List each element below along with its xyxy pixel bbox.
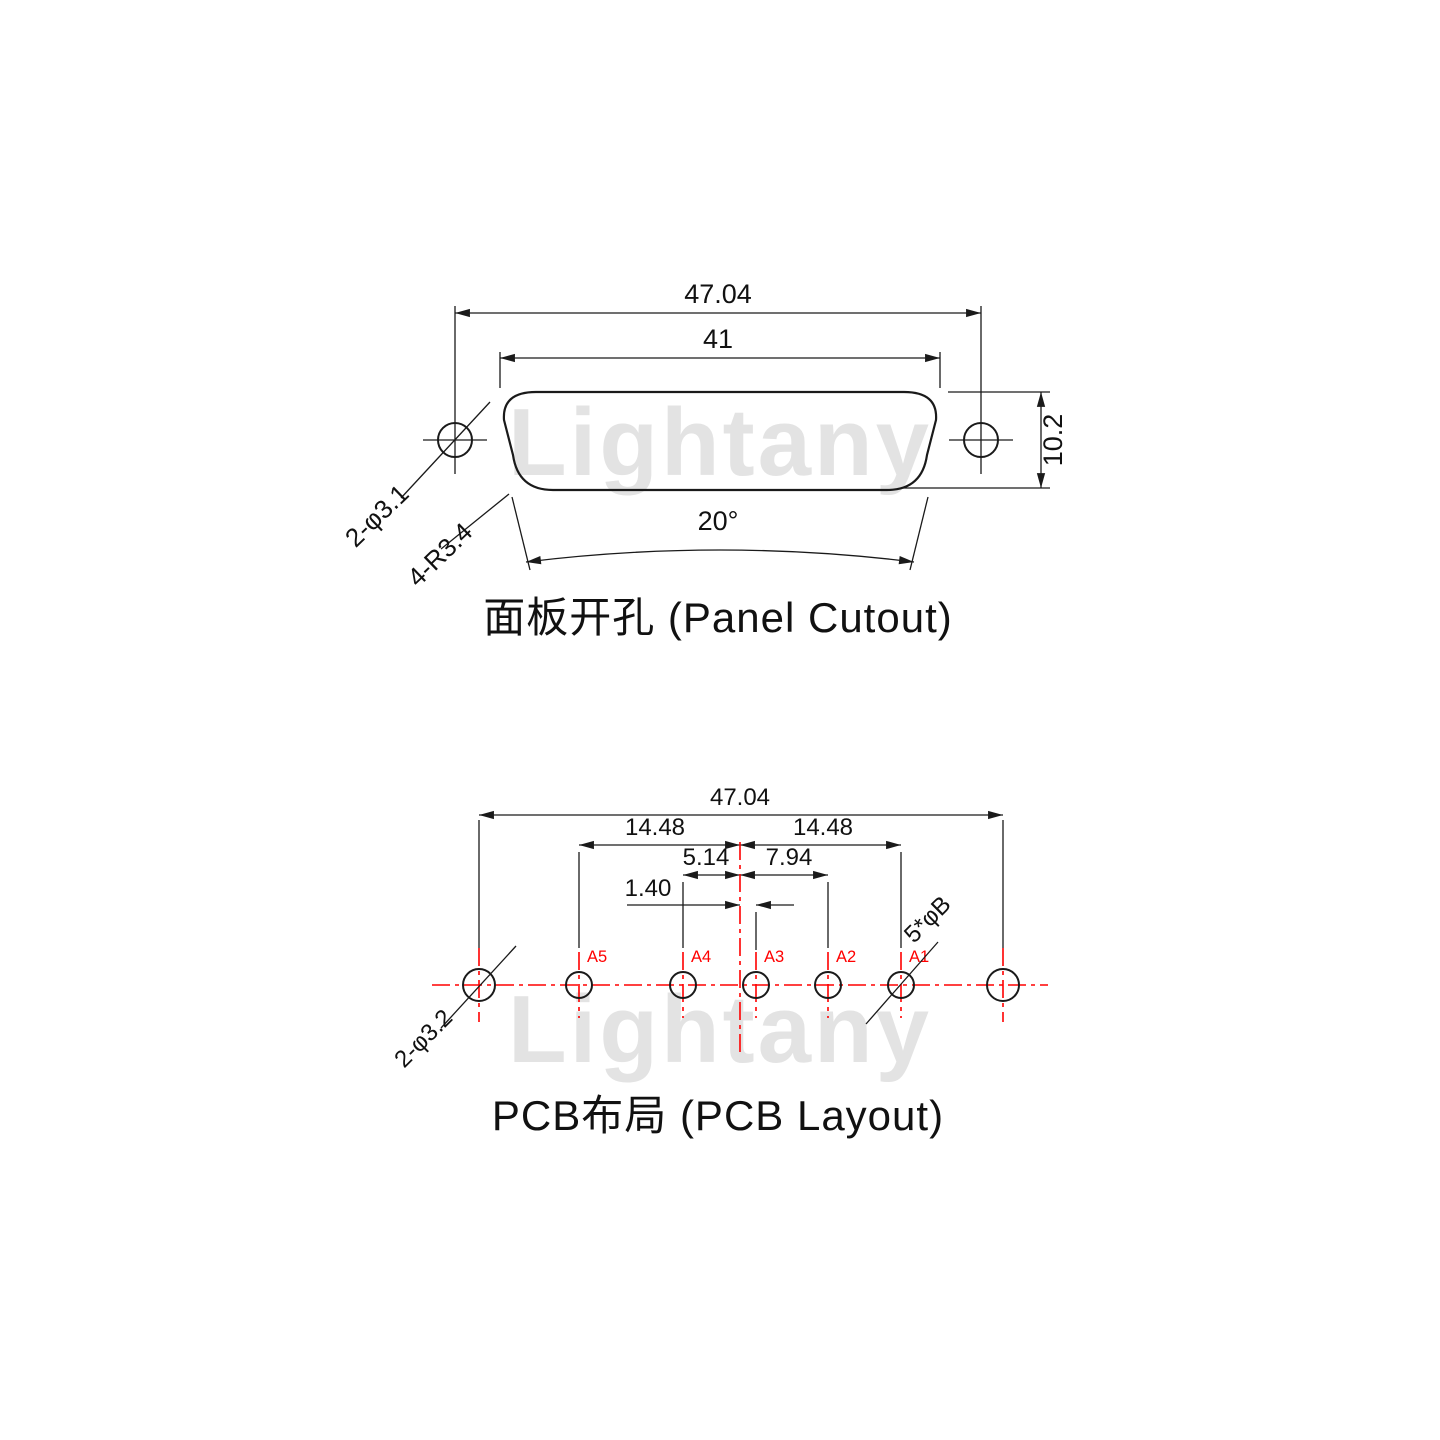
panel-cutout-title: 面板开孔 (Panel Cutout) — [483, 594, 952, 641]
pad-a1 — [887, 971, 915, 999]
pin-label-a5: A5 — [587, 948, 607, 966]
pcb-dim-a4-value: 5.14 — [683, 844, 730, 871]
panel-dim-height: 10.2 — [903, 391, 1068, 489]
pcb-extension-lines — [478, 820, 1004, 950]
pcb-dim-overall-value: 47.04 — [710, 784, 770, 811]
pcb-centerlines — [432, 842, 1048, 1054]
pad-a4 — [669, 971, 697, 999]
panel-hole-left — [400, 306, 491, 499]
panel-radius-callout: 4-R3.4 — [401, 517, 478, 593]
pcb-pin-labels: A5 A4 A3 A2 A1 — [587, 948, 929, 966]
watermark-text-2: Lightany — [508, 976, 932, 1083]
pad-a3 — [742, 971, 770, 999]
pcb-dim-spans: 14.48 14.48 — [579, 814, 901, 850]
pad-a2 — [814, 971, 842, 999]
panel-dim-overall: 47.04 — [455, 279, 981, 318]
panel-dim-angle-value: 20° — [698, 506, 739, 536]
panel-dim-width-value: 41 — [703, 324, 733, 354]
pin-label-a3: A3 — [764, 948, 784, 966]
mounting-pad-left — [462, 968, 496, 1002]
panel-dim-cutout-width: 41 — [499, 324, 941, 388]
pcb-layout-drawing: Lightany 47.04 14.48 14.48 5.14 — [389, 784, 1048, 1139]
watermark-text: Lightany — [508, 389, 932, 496]
pad-a5 — [565, 971, 593, 999]
pin-label-a2: A2 — [836, 948, 856, 966]
dsub-cutout-outline — [502, 390, 938, 492]
pcb-dim-right-span-value: 14.48 — [793, 814, 853, 841]
panel-dim-angle: 20° — [511, 496, 929, 571]
pcb-dim-inner: 5.14 7.94 — [683, 844, 828, 880]
panel-hole-right — [949, 306, 1013, 474]
panel-cutout-drawing: Lightany 47.04 41 — [339, 279, 1068, 641]
pin-label-a4: A4 — [691, 948, 711, 966]
pcb-dim-a3-value: 1.40 — [625, 875, 672, 902]
pcb-pad-callout: 5*φB — [899, 891, 956, 948]
pcb-dim-a2-value: 7.94 — [766, 844, 813, 871]
pcb-pads — [462, 968, 1020, 1002]
pcb-layout-title: PCB布局 (PCB Layout) — [492, 1092, 944, 1139]
panel-dim-overall-value: 47.04 — [684, 279, 752, 309]
pcb-dim-a3-offset: 1.40 — [625, 875, 794, 910]
pcb-dim-left-span-value: 14.48 — [625, 814, 685, 841]
pcb-dim-overall: 47.04 — [479, 784, 1003, 820]
panel-dim-height-value: 10.2 — [1038, 414, 1068, 467]
pcb-hole-callout: 2-φ3.2 — [389, 1004, 458, 1073]
mounting-pad-right — [986, 968, 1020, 1002]
pin-label-a1: A1 — [909, 948, 929, 966]
panel-hole-callout: 2-φ3.1 — [339, 478, 415, 552]
panel-callouts: 2-φ3.1 4-R3.4 — [339, 478, 510, 593]
